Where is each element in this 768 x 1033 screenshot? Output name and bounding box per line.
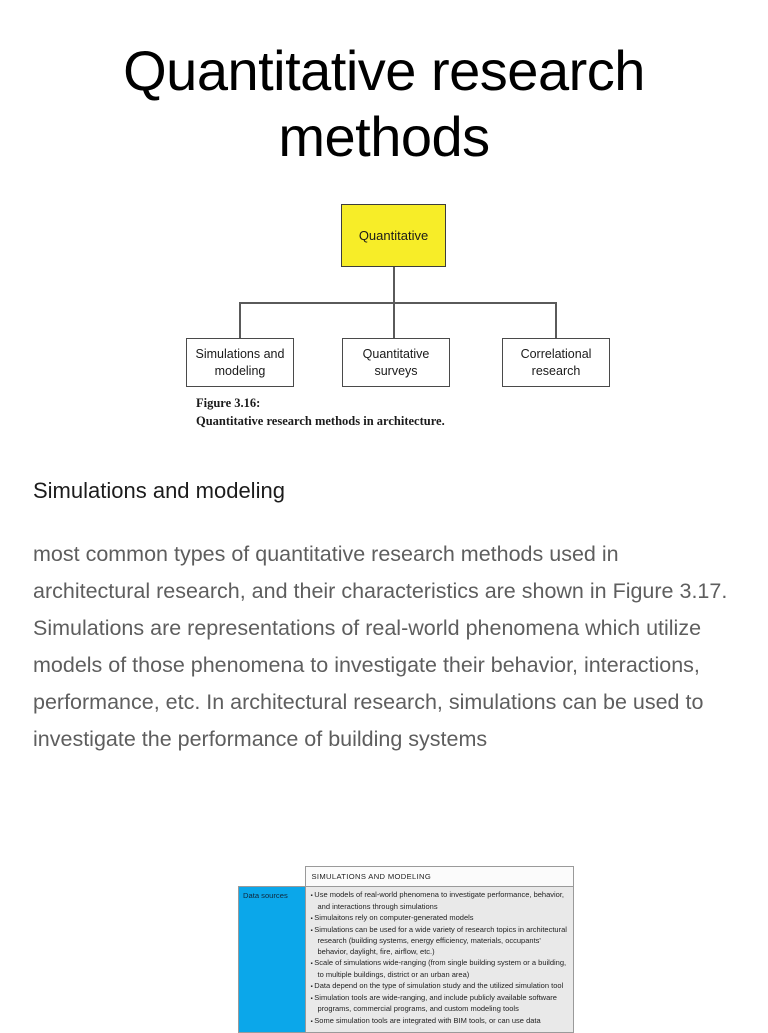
connector-root-stem xyxy=(393,267,395,303)
diagram-node-correlational-research: Correlational research xyxy=(502,338,610,387)
figure-caption-text: Quantitative research methods in archite… xyxy=(196,414,445,429)
figure-3-17-table: SIMULATIONS AND MODELING Data sources Us… xyxy=(238,866,574,1033)
connector-horizontal-bus xyxy=(239,302,556,304)
list-item: Simulaitons rely on computer-generated m… xyxy=(311,913,569,925)
list-item: Simulation tools are wide-ranging, and i… xyxy=(311,993,569,1015)
simulations-characteristics-table: SIMULATIONS AND MODELING Data sources Us… xyxy=(238,866,574,1033)
figure-caption: Figure 3.16: Quantitative research metho… xyxy=(196,394,445,430)
diagram-node-root-label: Quantitative xyxy=(358,227,429,243)
table-header-spacer-cell xyxy=(238,866,305,887)
list-item: Some simulation tools are integrated wit… xyxy=(311,1016,569,1028)
section-heading: Simulations and modeling xyxy=(33,478,285,503)
table-header-row: SIMULATIONS AND MODELING xyxy=(238,866,574,887)
diagram-node-child-1-label: Simulations and modeling xyxy=(195,346,285,378)
diagram-node-simulations-and-modeling: Simulations and modeling xyxy=(186,338,294,387)
connector-drop-3 xyxy=(555,302,557,339)
table-row-label-data-sources: Data sources xyxy=(238,886,306,1033)
connector-drop-2 xyxy=(393,302,395,339)
list-item: Scale of simulations wide-ranging (from … xyxy=(311,958,569,980)
diagram-node-quantitative: Quantitative xyxy=(341,204,446,267)
table-header-title-cell: SIMULATIONS AND MODELING xyxy=(304,866,574,887)
connector-drop-1 xyxy=(239,302,241,339)
diagram-node-quantitative-surveys: Quantitative surveys xyxy=(342,338,450,387)
figure-3-16: Quantitative Simulations and modeling Qu… xyxy=(0,196,768,441)
diagram-node-child-2-label: Quantitative surveys xyxy=(362,346,430,378)
quantitative-methods-tree-diagram: Quantitative Simulations and modeling Qu… xyxy=(186,196,611,387)
table-row: Data sources Use models of real-world ph… xyxy=(238,886,574,1033)
diagram-node-child-3-label: Correlational research xyxy=(520,346,592,378)
bullet-list: Use models of real-world phenomena to in… xyxy=(311,890,569,1027)
list-item: Simulations can be used for a wide varie… xyxy=(311,925,569,958)
table-row-content-cell: Use models of real-world phenomena to in… xyxy=(304,886,574,1033)
list-item: Use models of real-world phenomena to in… xyxy=(311,890,569,912)
list-item: Data depend on the type of simulation st… xyxy=(311,981,569,993)
page-title: Quantitative research methods xyxy=(123,39,645,168)
section-body-paragraph: most common types of quantitative resear… xyxy=(33,542,728,751)
figure-caption-number: Figure 3.16: xyxy=(196,396,261,410)
